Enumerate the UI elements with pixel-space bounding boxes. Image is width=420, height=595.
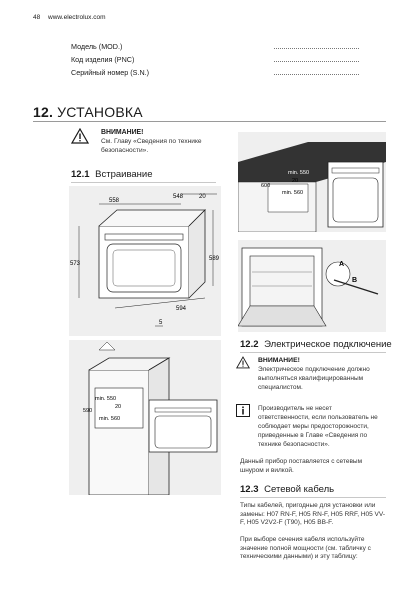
section-heading: УСТАНОВКА [57, 104, 143, 120]
warning-title: ВНИМАНИЕ! [101, 129, 144, 136]
dim-594: 594 [176, 306, 187, 312]
subsection-electrical: 12.2 Электрическое подключение [240, 339, 392, 350]
warning-text: См. Главу «Сведения по технике безопасно… [101, 138, 202, 154]
page-header: 48 www.electrolux.com [33, 14, 105, 21]
cable-types-text: Типы кабелей, пригодные для установки ил… [240, 502, 386, 527]
cable-section-text: При выборе сечения кабеля используйте зн… [240, 536, 371, 561]
section-title: 12. УСТАНОВКА [33, 104, 143, 120]
page-number: 48 [33, 14, 41, 21]
serial-label: Серийный номер (S.N.) [71, 68, 150, 77]
warning-icon [71, 128, 89, 144]
warning-icon [236, 356, 250, 369]
supply-text: Данный прибор поставляется с сетевым шну… [240, 458, 363, 474]
dim-590: 590 [83, 408, 92, 414]
model-blank [274, 48, 359, 49]
subsection-number: 12.1 [71, 169, 90, 180]
product-info: Модель (MOD.) Код изделия (PNC) Серийный… [71, 38, 359, 77]
fixing-figure: A B [237, 240, 386, 332]
serial-blank [274, 74, 359, 75]
tall-cabinet-figure: min. 550 20 590 min. 560 [69, 340, 221, 496]
dim-min560: min. 560 [282, 190, 303, 196]
electrical-warning: ВНИМАНИЕ! Электрическое подключение долж… [236, 356, 384, 392]
pnc-label: Код изделия (PNC) [71, 55, 135, 64]
subsection-number: 12.2 [240, 339, 259, 350]
dim-558: 558 [109, 198, 120, 204]
dim-589: 589 [209, 256, 220, 262]
dim-573: 573 [70, 261, 81, 267]
electrical-info: Производитель не несет ответственности, … [236, 404, 384, 449]
dim-min550: min. 550 [95, 396, 116, 402]
dim-548: 548 [173, 194, 184, 200]
dim-min560: min. 560 [99, 416, 120, 422]
info-icon [236, 404, 250, 417]
oven-dimensions-figure: 558 548 20 573 589 594 5 [69, 186, 221, 336]
subsection-divider [240, 352, 386, 353]
section-divider [33, 121, 386, 122]
dim-5: 5 [159, 320, 163, 326]
subsection-title: Электрическое подключение [264, 339, 392, 350]
fixing-label-a: A [339, 261, 344, 268]
model-label: Модель (MOD.) [71, 42, 123, 51]
product-row: Серийный номер (S.N.) [71, 64, 359, 77]
subsection-title: Встраивание [95, 169, 153, 180]
warning-text: Электрическое подключение должно выполня… [258, 366, 370, 391]
warning-block: ВНИМАНИЕ! См. Главу «Сведения по технике… [71, 128, 211, 155]
subsection-cable: 12.3 Сетевой кабель [240, 484, 334, 495]
fixing-label-b: B [352, 277, 357, 284]
subsection-divider [71, 182, 216, 183]
subsection-divider [240, 497, 386, 498]
under-counter-figure: min. 550 20 600 min. 560 [237, 132, 386, 233]
info-text: Производитель не несет ответственности, … [258, 405, 378, 448]
dim-600: 600 [261, 183, 270, 189]
dim-min550: min. 550 [288, 170, 309, 176]
subsection-number: 12.3 [240, 484, 259, 495]
subsection-built-in: 12.1 Встраивание [71, 169, 153, 180]
product-row: Код изделия (PNC) [71, 51, 359, 64]
dim-20: 20 [115, 404, 121, 410]
dim-20: 20 [199, 194, 206, 200]
product-row: Модель (MOD.) [71, 38, 359, 51]
warning-title: ВНИМАНИЕ! [258, 357, 300, 364]
section-number: 12. [33, 104, 54, 120]
subsection-title: Сетевой кабель [264, 484, 335, 495]
dim-20: 20 [292, 178, 298, 184]
pnc-blank [274, 61, 359, 62]
site-url: www.electrolux.com [48, 14, 106, 21]
